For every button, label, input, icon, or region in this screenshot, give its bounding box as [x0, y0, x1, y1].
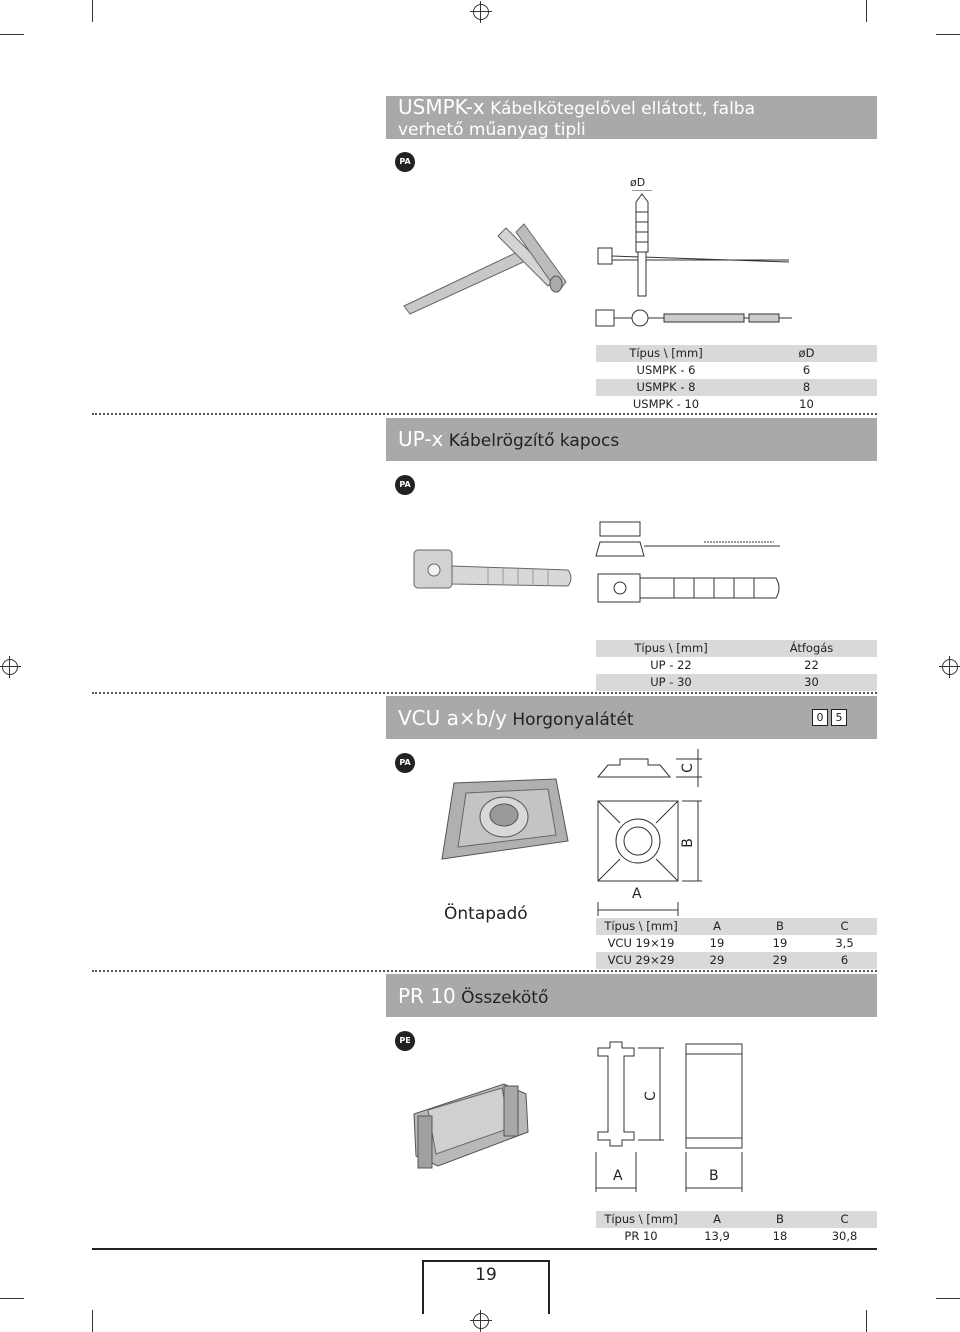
trim-line [936, 1298, 960, 1299]
section-header-up: UP-x Kábelrögzítő kapocs [386, 418, 877, 461]
dim-label-a: A [632, 886, 642, 902]
footer-rule [92, 1248, 877, 1250]
section-title: Horgonyalátét [512, 710, 634, 730]
code-badge-digit: 0 [812, 709, 828, 726]
section-divider [92, 413, 877, 415]
table-cell: 13,9 [704, 1229, 730, 1243]
table-cell: UP - 30 [596, 674, 746, 691]
table-header: Típus \ [mm] [596, 1211, 686, 1228]
trim-line [0, 34, 24, 35]
table-header: Típus \ [mm] [596, 345, 736, 362]
table-cell: 29 [748, 952, 812, 969]
trim-line [866, 1310, 867, 1332]
material-badge: PE [395, 1031, 415, 1051]
section-title: Összekötő [461, 988, 549, 1008]
section-code: PR 10 [398, 984, 456, 1008]
trim-line [0, 1298, 24, 1299]
pr-product-photo [413, 1083, 529, 1169]
table-header: A [686, 1211, 748, 1228]
pr-technical-drawing [595, 1041, 743, 1192]
table-cell: VCU 29×29 [596, 952, 686, 969]
section-title-line2: verhető műanyag tipli [398, 120, 586, 140]
table-cell: USMPK - 10 [632, 397, 700, 411]
material-badge: PA [395, 475, 415, 495]
table-header: Típus \ [mm] [596, 918, 686, 935]
table-cell: 10 [799, 397, 814, 411]
section-header-usmpk: USMPK-x Kábelkötegelővel ellátott, falba… [386, 95, 877, 140]
table-header: B [748, 1211, 812, 1228]
table-header: Típus \ [mm] [596, 640, 746, 657]
vcu-technical-drawing [596, 749, 702, 882]
material-badge: PA [395, 753, 415, 773]
trim-line [92, 1310, 93, 1332]
section-code: UP-x [398, 427, 444, 451]
registration-mark-top [470, 1, 492, 23]
usmpk-technical-drawing [595, 190, 792, 327]
section-title: Kábelrögzítő kapocs [448, 431, 620, 451]
section-header-pr: PR 10 Összekötő [386, 974, 877, 1017]
registration-mark-right [939, 656, 960, 678]
table-cell: VCU 19×19 [607, 936, 675, 950]
trim-line [866, 0, 867, 22]
registration-mark-bottom [470, 1310, 492, 1332]
vcu-caption: Öntapadó [444, 904, 528, 924]
table-cell: 3,5 [835, 936, 854, 950]
table-cell: 19 [709, 936, 725, 950]
dim-label-b: B [679, 838, 696, 848]
dim-label-c: C [642, 1091, 659, 1101]
section-title-line1: Kábelkötegelővel ellátott, falba [490, 99, 756, 119]
section-divider [92, 970, 877, 972]
trim-line [936, 34, 960, 35]
table-cell: 19 [772, 936, 788, 950]
drawing-label-diameter: øD [630, 176, 646, 189]
table-cell: 29 [686, 952, 748, 969]
up-product-photo [413, 549, 572, 589]
table-cell: PR 10 [624, 1229, 658, 1243]
code-badge-digit: 5 [831, 709, 847, 726]
dim-label-c: C [679, 763, 696, 773]
table-cell: USMPK - 8 [596, 379, 736, 396]
table-cell: 6 [802, 363, 811, 377]
table-cell: USMPK - 6 [636, 363, 696, 377]
up-technical-drawing [595, 521, 780, 603]
section-code: USMPK-x [398, 95, 485, 119]
section-header-vcu: VCU a×b/y Horgonyalátét [386, 696, 877, 739]
pr-spec-table: Típus \ [mm] A B C PR 10 13,9 18 30,8 [596, 1211, 877, 1245]
vcu-spec-table: Típus \ [mm] A B C VCU 19×19 19 19 3,5 V… [596, 918, 877, 969]
section-code: VCU a×b/y [398, 706, 507, 730]
material-badge: PA [395, 152, 415, 172]
usmpk-product-photo [403, 223, 567, 315]
table-cell: 8 [736, 379, 877, 396]
up-spec-table: Típus \ [mm] Átfogás UP - 22 22 UP - 30 … [596, 640, 877, 691]
vcu-product-photo [441, 778, 569, 860]
dimension-line-a [597, 902, 679, 916]
page-number: 19 [475, 1265, 497, 1285]
table-header: Átfogás [746, 640, 877, 657]
code-badge: 0 5 [812, 709, 847, 726]
table-header: C [812, 1211, 877, 1228]
dim-label-b: B [709, 1168, 719, 1184]
trim-line [92, 0, 93, 22]
table-cell: 18 [772, 1229, 788, 1243]
registration-mark-left [0, 656, 21, 678]
table-cell: 22 [804, 658, 819, 672]
table-header: B [748, 918, 812, 935]
table-cell: UP - 22 [650, 658, 692, 672]
dim-label-a: A [613, 1168, 623, 1184]
page-number-box: 19 [422, 1260, 550, 1314]
section-divider [92, 692, 877, 694]
usmpk-spec-table: Típus \ [mm] øD USMPK - 6 6 USMPK - 8 8 … [596, 345, 877, 413]
table-cell: 30,8 [831, 1229, 858, 1243]
table-header: A [686, 918, 748, 935]
table-cell: 6 [812, 952, 877, 969]
table-header: C [812, 918, 877, 935]
table-header: øD [736, 345, 877, 362]
table-cell: 30 [746, 674, 877, 691]
